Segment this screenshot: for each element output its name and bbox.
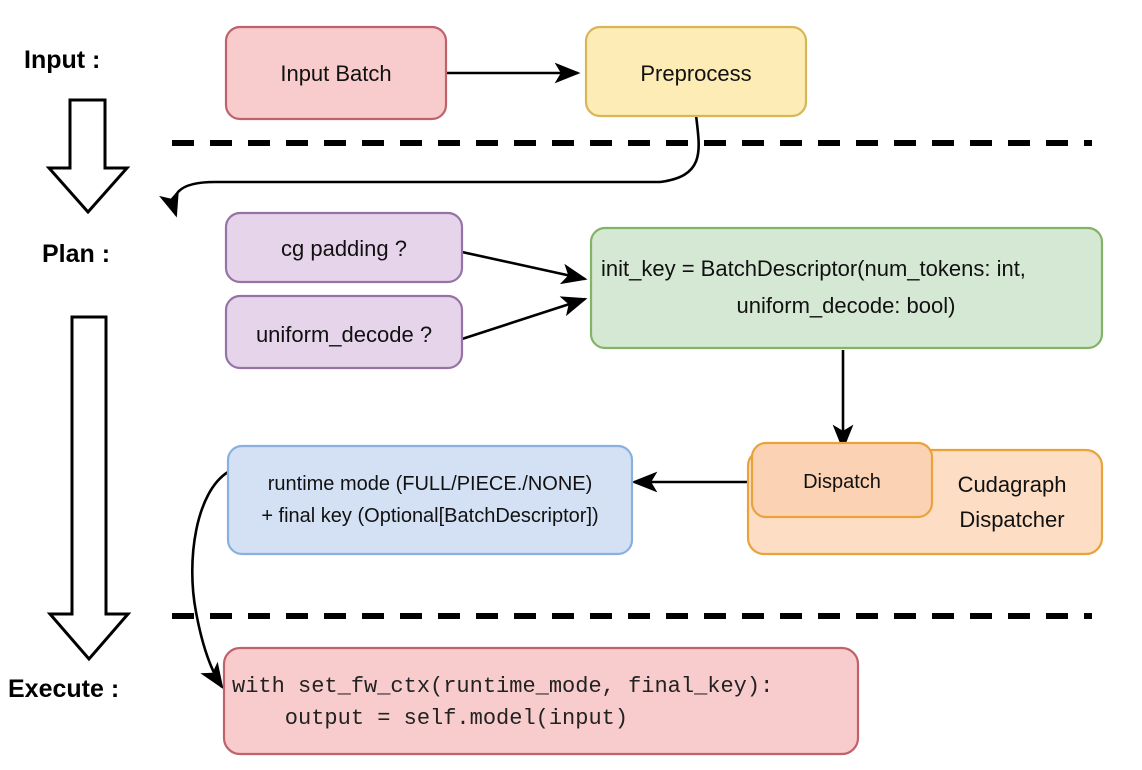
node-cg-padding[interactable]: cg padding ? — [224, 211, 464, 284]
stage-label-plan: Plan : — [42, 240, 110, 268]
node-dispatch[interactable]: Dispatch — [750, 441, 934, 519]
node-execute-code-label-line2: output = self.model(input) — [232, 706, 628, 731]
node-input-batch[interactable]: Input Batch — [224, 25, 448, 121]
node-input-batch-label: Input Batch — [280, 61, 391, 86]
node-init-key[interactable]: init_key = BatchDescriptor(num_tokens: i… — [589, 226, 1104, 350]
node-dispatch-label: Dispatch — [803, 471, 881, 493]
node-runtime-mode-label-line1: runtime mode (FULL/PIECE./NONE) — [268, 473, 593, 495]
edge-cg-padding-to-init-key — [461, 250, 588, 285]
node-execute-code-label-line1: with set_fw_ctx(runtime_mode, final_key)… — [232, 674, 773, 699]
node-uniform-decode-label: uniform_decode ? — [256, 322, 432, 347]
flow-arrow-input-to-plan — [45, 98, 131, 215]
edge-preprocess-to-cg-padding — [159, 114, 700, 218]
node-init-key-label-line2: uniform_decode: bool) — [737, 293, 956, 318]
flow-arrow-plan-to-execute — [46, 315, 132, 662]
node-preprocess-label: Preprocess — [640, 61, 751, 86]
node-init-key-label-line1: init_key = BatchDescriptor(num_tokens: i… — [601, 256, 1026, 281]
node-preprocess[interactable]: Preprocess — [584, 25, 808, 118]
edge-uniform-decode-to-init-key — [461, 296, 588, 341]
node-uniform-decode[interactable]: uniform_decode ? — [224, 294, 464, 370]
node-runtime-mode[interactable]: runtime mode (FULL/PIECE./NONE) + final … — [226, 444, 634, 556]
stage-label-input: Input : — [24, 46, 100, 74]
edge-runtime-mode-to-execute-code — [190, 470, 229, 690]
node-runtime-mode-label-line2: + final key (Optional[BatchDescriptor]) — [261, 505, 598, 527]
node-execute-code[interactable]: with set_fw_ctx(runtime_mode, final_key)… — [222, 646, 860, 756]
node-cg-padding-label: cg padding ? — [281, 236, 407, 261]
node-cudagraph-dispatcher-label-line1: Cudagraph — [958, 472, 1067, 497]
stage-label-execute: Execute : — [8, 675, 119, 703]
node-cudagraph-dispatcher-label-line2: Dispatcher — [959, 507, 1064, 532]
